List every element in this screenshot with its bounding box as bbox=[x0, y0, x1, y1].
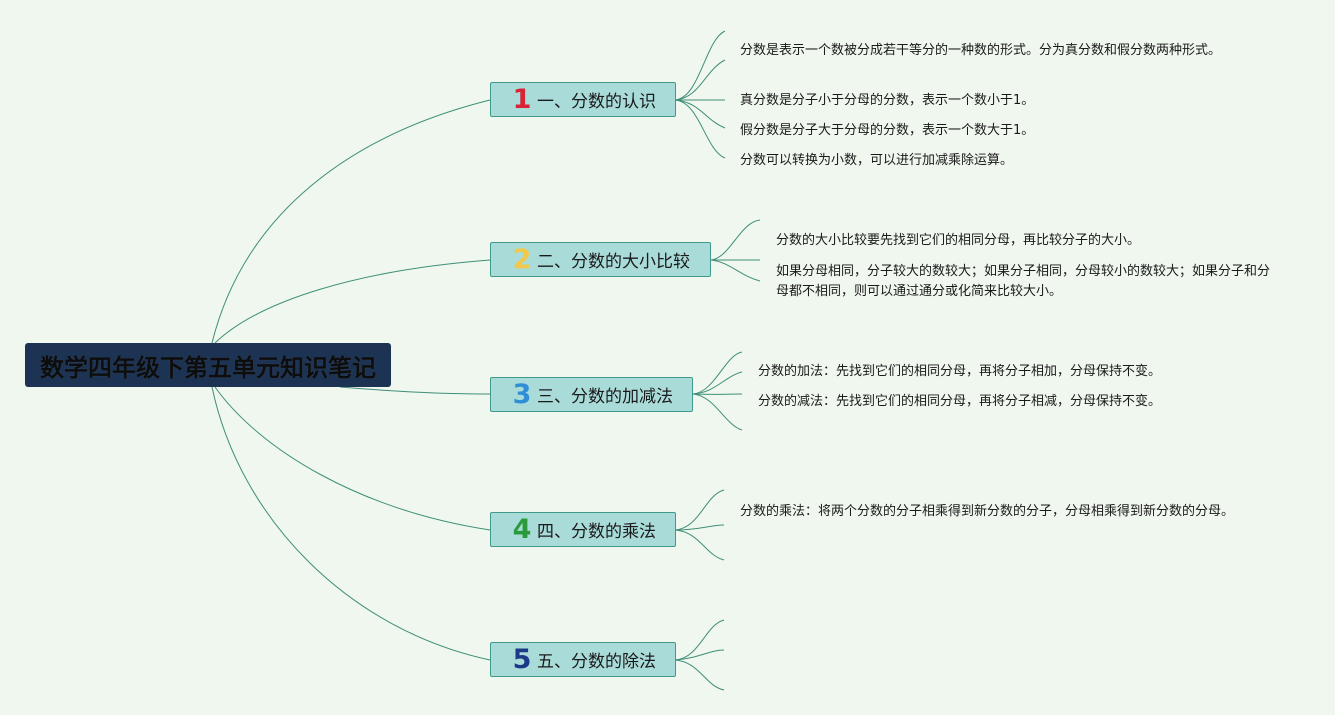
branch-label: 二、分数的大小比较 bbox=[537, 252, 690, 272]
leaf-note: 分数是表示一个数被分成若干等分的一种数的形式。分为真分数和假分数两种形式。 bbox=[740, 43, 1222, 58]
leaf-note: 分数可以转换为小数，可以进行加减乘除运算。 bbox=[740, 153, 1014, 168]
number-3-icon: 3 bbox=[512, 379, 532, 410]
branch-node-3[interactable]: 3 三、分数的加减法 bbox=[490, 377, 693, 412]
branch-node-1[interactable]: 1 一、分数的认识 bbox=[490, 82, 676, 117]
leaf-note: 分数的大小比较要先找到它们的相同分母，再比较分子的大小。 bbox=[776, 233, 1141, 248]
number-4-icon: 4 bbox=[512, 514, 532, 545]
branch-label: 四、分数的乘法 bbox=[537, 522, 656, 542]
branch-node-5[interactable]: 5 五、分数的除法 bbox=[490, 642, 676, 677]
leaf-note: 如果分母相同，分子较大的数较大；如果分子相同，分母较小的数较大；如果分子和分母都… bbox=[776, 264, 1271, 299]
leaf-note: 分数的加法：先找到它们的相同分母，再将分子相加，分母保持不变。 bbox=[758, 364, 1162, 379]
root-node[interactable]: 数学四年级下第五单元知识笔记 bbox=[25, 343, 391, 387]
number-5-icon: 5 bbox=[512, 644, 532, 675]
leaf-note: 假分数是分子大于分母的分数，表示一个数大于1。 bbox=[740, 123, 1035, 138]
leaf-note: 分数的减法：先找到它们的相同分母，再将分子相减，分母保持不变。 bbox=[758, 394, 1162, 409]
leaf-note: 分数的乘法：将两个分数的分子相乘得到新分数的分子，分母相乘得到新分数的分母。 bbox=[740, 504, 1235, 519]
root-title: 数学四年级下第五单元知识笔记 bbox=[40, 353, 376, 382]
number-2-icon: 2 bbox=[512, 244, 532, 275]
branch-label: 五、分数的除法 bbox=[537, 652, 656, 672]
branch-node-4[interactable]: 4 四、分数的乘法 bbox=[490, 512, 676, 547]
leaf-note: 真分数是分子小于分母的分数，表示一个数小于1。 bbox=[740, 93, 1035, 108]
branch-label: 一、分数的认识 bbox=[537, 92, 656, 112]
branch-node-2[interactable]: 2 二、分数的大小比较 bbox=[490, 242, 711, 277]
number-1-icon: 1 bbox=[512, 84, 532, 115]
branch-label: 三、分数的加减法 bbox=[537, 387, 673, 407]
